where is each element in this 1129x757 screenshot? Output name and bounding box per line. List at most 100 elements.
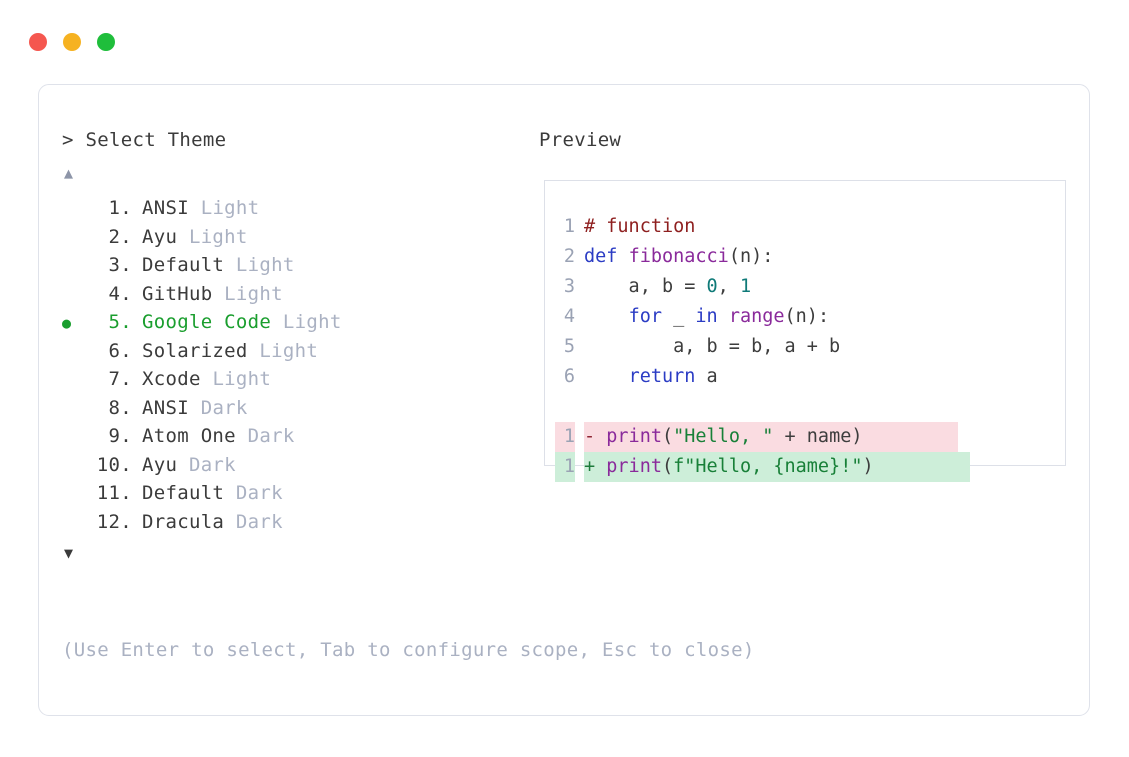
theme-list-item[interactable]: 1. ANSI Light	[62, 194, 532, 223]
diff-plus-sign: +	[584, 456, 607, 477]
theme-item-variant: Dark	[188, 396, 248, 419]
theme-item-number: 5.	[108, 311, 132, 333]
scroll-up-icon[interactable]: ▲	[64, 164, 74, 182]
bullet-placeholder	[62, 480, 88, 509]
line-number: 1	[555, 452, 575, 482]
theme-item-variant: Dark	[235, 425, 295, 447]
code-token: a, b = b, a + b	[584, 336, 841, 357]
code-token: print	[606, 456, 662, 477]
theme-item-number: 9.	[108, 425, 132, 447]
theme-item-variant: Dark	[177, 453, 236, 476]
theme-list-item[interactable]: 10. Ayu Dark	[62, 451, 532, 480]
code-line: 3 a, b = 0, 1	[555, 272, 1061, 302]
code-blank-line	[555, 392, 1061, 422]
theme-list-item[interactable]: 12. Dracula Dark	[62, 508, 532, 537]
theme-picker-panel: > Select Theme ▲ 1. ANSI Light 2. Ayu Ligh…	[38, 84, 1090, 716]
line-number: 5	[563, 336, 575, 357]
code-token: + name)	[773, 426, 863, 447]
theme-item-variant: Light	[224, 254, 295, 276]
diff-added-line: 1+ print(f"Hello, {name}!")	[555, 452, 1061, 482]
code-token: )	[862, 456, 874, 477]
theme-item-number: 11.	[96, 482, 132, 504]
line-number: 1	[563, 216, 575, 237]
theme-item-number: 4.	[108, 282, 132, 305]
window-minimize-button[interactable]	[63, 33, 81, 51]
line-number: 1	[555, 422, 575, 452]
theme-item-name: Dracula	[142, 510, 225, 533]
code-line: 5 a, b = b, a + b	[555, 332, 1061, 362]
theme-item-variant: Dark	[224, 482, 283, 504]
theme-item-variant: Light	[271, 311, 342, 333]
theme-item-variant: Light	[200, 368, 272, 390]
code-token: for	[628, 306, 662, 327]
code-token: 1	[739, 276, 752, 297]
selector-prompt: > Select Theme	[62, 131, 532, 150]
theme-item-name: Ayu	[142, 225, 178, 248]
code-token: "Hello, "	[673, 426, 774, 447]
theme-item-name: Ayu	[142, 453, 178, 476]
bullet-placeholder	[62, 338, 88, 367]
theme-item-number: 8.	[108, 396, 132, 419]
theme-item-name: ANSI	[142, 396, 189, 419]
line-number: 3	[563, 276, 575, 297]
line-number: 4	[563, 306, 575, 327]
theme-list-item[interactable]: 9.Atom One Dark	[62, 422, 532, 451]
theme-item-variant: Dark	[224, 510, 283, 533]
code-line-text: a, b = 0, 1	[584, 272, 752, 302]
theme-list-item[interactable]: 6.Solarized Light	[62, 337, 532, 366]
line-number: 2	[563, 246, 575, 267]
bullet-placeholder	[62, 366, 88, 395]
code-token: return	[628, 366, 696, 387]
bullet-placeholder	[62, 395, 88, 424]
theme-item-variant: Light	[212, 282, 283, 305]
theme-list-item[interactable]: 11.Default Dark	[62, 479, 532, 508]
window-close-button[interactable]	[29, 33, 47, 51]
theme-list-item[interactable]: 2.Ayu Light	[62, 223, 532, 252]
theme-list-item[interactable]: 3.Default Light	[62, 251, 532, 280]
code-line: 2 def fibonacci(n):	[555, 242, 1061, 272]
theme-list-item[interactable]: 7.Xcode Light	[62, 365, 532, 394]
bullet-placeholder	[62, 224, 88, 253]
code-token	[718, 306, 729, 327]
code-token: (n):	[728, 246, 774, 267]
code-token: (	[661, 456, 674, 477]
code-line-text: return a	[584, 362, 718, 392]
theme-item-number: 10.	[96, 453, 132, 476]
theme-item-number: 6.	[108, 339, 132, 362]
theme-item-number: 7.	[108, 368, 132, 390]
code-token: _	[661, 306, 696, 327]
preview-label: Preview	[539, 129, 622, 151]
code-token: a	[695, 366, 718, 387]
code-line: 4 for _ in range(n):	[555, 302, 1061, 332]
code-line-text: - print("Hello, " + name)	[584, 422, 862, 452]
window-maximize-button[interactable]	[97, 33, 115, 51]
theme-list-item[interactable]: 4.GitHub Light	[62, 280, 532, 309]
theme-item-name: Default	[142, 254, 225, 276]
code-line: 6 return a	[555, 362, 1061, 392]
code-line-text: for _ in range(n):	[584, 302, 830, 332]
theme-list-item[interactable]: 8. ANSI Dark	[62, 394, 532, 423]
theme-item-name: Google Code	[142, 311, 272, 333]
theme-item-name: Solarized	[142, 339, 248, 362]
code-token: (n):	[784, 306, 830, 327]
theme-item-name: ANSI	[142, 197, 189, 219]
theme-item-variant: Light	[188, 197, 260, 219]
theme-item-number: 2.	[108, 225, 132, 248]
bullet-placeholder	[62, 252, 88, 281]
code-token: fibonacci	[628, 246, 729, 267]
theme-selector: > Select Theme ▲ 1. ANSI Light 2. Ayu Ligh…	[62, 131, 532, 561]
theme-item-number: 1.	[108, 197, 132, 219]
bullet-placeholder	[62, 281, 88, 310]
window-titlebar	[0, 0, 1129, 84]
scroll-down-icon[interactable]: ▼	[64, 544, 74, 562]
line-number: 6	[563, 366, 575, 387]
bullet-placeholder	[62, 423, 88, 452]
theme-list-item[interactable]: ●5.Google Code Light	[62, 308, 532, 337]
theme-item-number: 12.	[96, 510, 132, 533]
code-token	[584, 306, 629, 327]
diff-highlight	[584, 452, 970, 482]
code-line-text: def fibonacci(n):	[584, 242, 773, 272]
